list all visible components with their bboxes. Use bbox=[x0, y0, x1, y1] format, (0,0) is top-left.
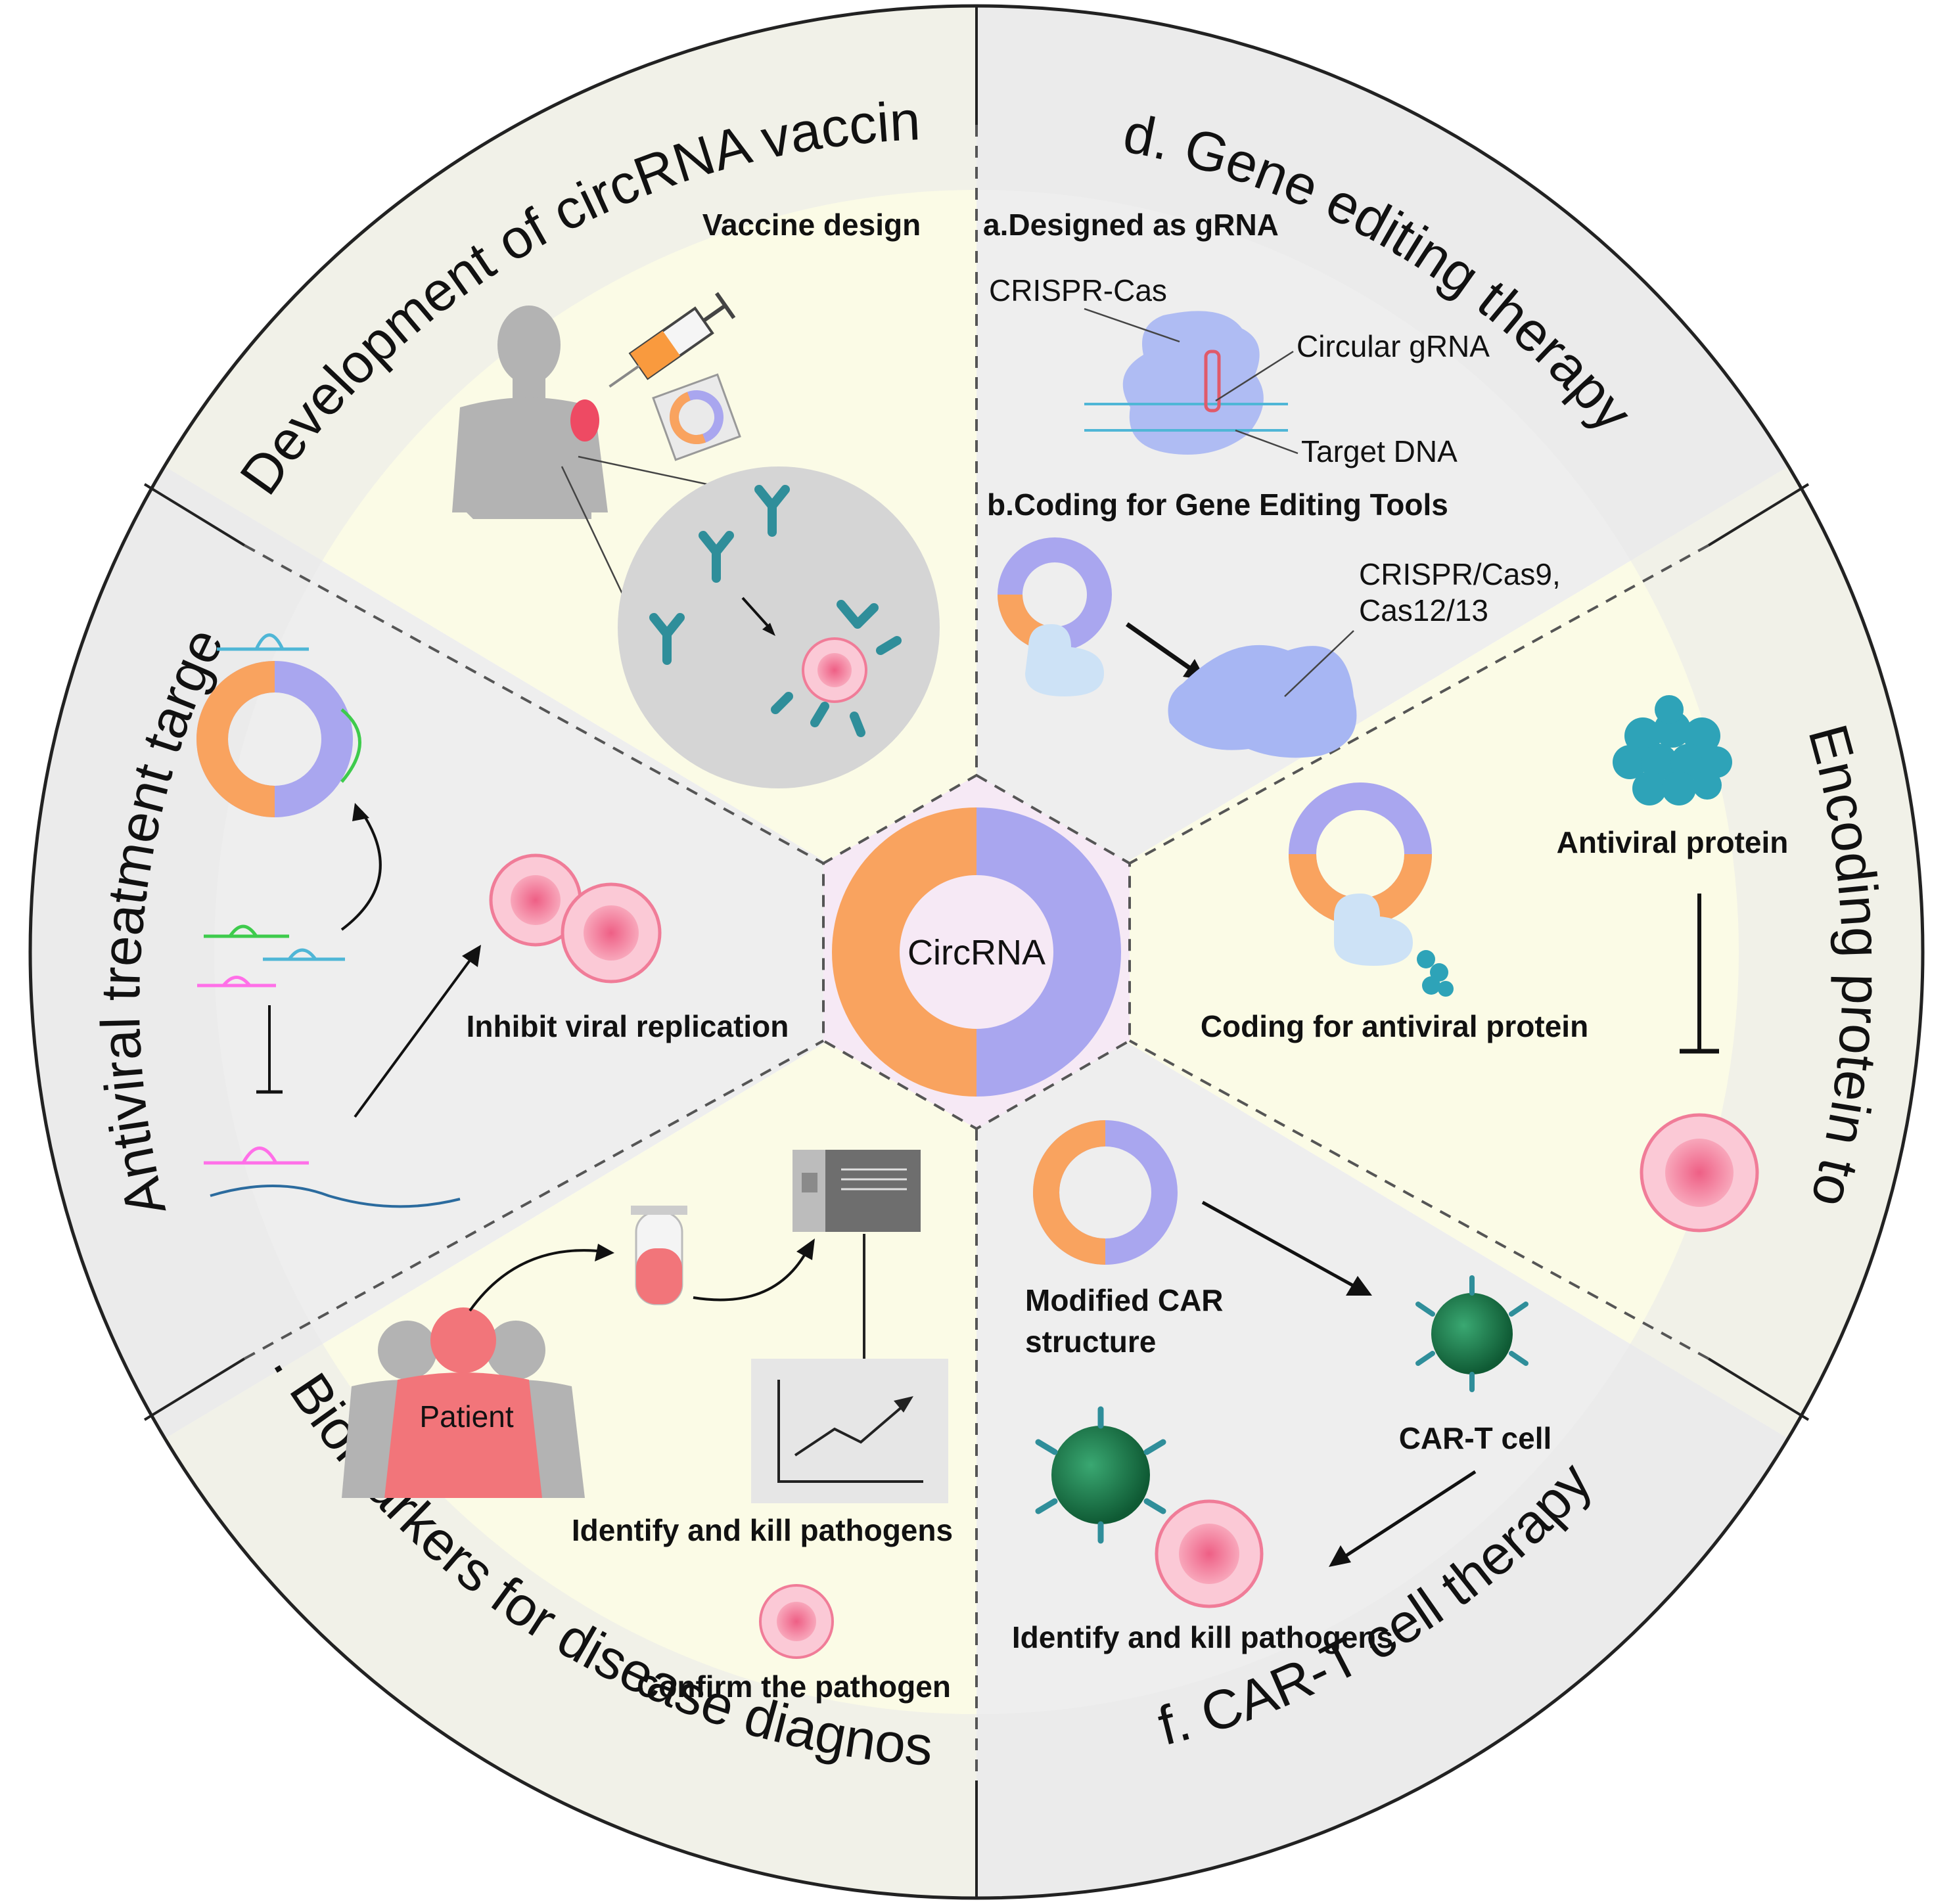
crispr-cas9-label: CRISPR/Cas9, bbox=[1359, 557, 1561, 591]
target-dna-icon bbox=[1084, 403, 1288, 432]
mirna-icon-green bbox=[204, 924, 289, 938]
car-t-cell-label: CAR-T cell bbox=[1399, 1421, 1552, 1455]
syringe-icon bbox=[609, 292, 736, 388]
virus-icon bbox=[802, 637, 867, 703]
section-a: Patient Identify and kill pathogens bbox=[342, 1150, 953, 1704]
modified-car-label: Modified CAR bbox=[1025, 1283, 1224, 1317]
human-figure-icon bbox=[452, 306, 608, 519]
section-f: Modified CAR structure CAR-T cell bbox=[1012, 1120, 1552, 1654]
mirna-icon-blue bbox=[263, 948, 345, 961]
car-t-cell-icon-2 bbox=[1035, 1406, 1166, 1544]
identify-kill-pathogens-label-a: Identify and kill pathogens bbox=[572, 1513, 953, 1547]
gene-editing-arrow bbox=[1125, 622, 1195, 672]
mirna-icon-pink bbox=[197, 976, 276, 987]
curved-arrow-b bbox=[340, 810, 382, 931]
identify-kill-pathogens-label-f: Identify and kill pathogens bbox=[1012, 1620, 1393, 1654]
antiviral-protein-icon bbox=[1613, 695, 1732, 805]
virus-icon-f bbox=[1155, 1499, 1264, 1608]
designed-as-grna-label: a.Designed as gRNA bbox=[983, 208, 1279, 242]
chart-panel-icon bbox=[751, 1359, 948, 1503]
curved-arrow-a2 bbox=[693, 1248, 810, 1302]
car-arrow-1 bbox=[1201, 1200, 1358, 1290]
section-b: Inhibit viral replication bbox=[196, 633, 789, 1208]
ribosome-icon-d bbox=[1025, 624, 1104, 696]
antiviral-protein-label: Antiviral protein bbox=[1557, 825, 1789, 859]
virus-icon-e bbox=[1640, 1113, 1759, 1233]
crispr-cas-label: CRISPR-Cas bbox=[989, 273, 1167, 307]
curved-arrow-a1 bbox=[469, 1249, 605, 1312]
immune-zoom-circle bbox=[618, 466, 940, 788]
patient-group-icon bbox=[342, 1307, 585, 1498]
structure-label: structure bbox=[1025, 1325, 1156, 1359]
center-ring-lavender bbox=[976, 807, 1121, 1097]
target-dna-label: Target DNA bbox=[1301, 434, 1458, 468]
sample-tube-icon bbox=[631, 1206, 687, 1305]
vaccine-vial-icon bbox=[652, 373, 741, 461]
section-d: a.Designed as gRNA CRISPR-Cas Circular g… bbox=[983, 208, 1561, 758]
crispr-complex-icon bbox=[1122, 311, 1264, 455]
bound-mirna-icon-top bbox=[217, 633, 309, 651]
car-t-cell-icon bbox=[1415, 1275, 1528, 1392]
center-ring-orange bbox=[832, 807, 976, 1097]
coding-gene-editing-label: b.Coding for Gene Editing Tools bbox=[987, 487, 1448, 522]
circrna-ring-icon-b bbox=[196, 661, 353, 817]
mrna-target-icon bbox=[210, 1185, 461, 1208]
center-hub: CircRNA bbox=[822, 773, 1131, 1131]
injection-site-icon bbox=[570, 399, 599, 442]
ring-dividers bbox=[143, 6, 1810, 1898]
arrow-to-virus-b bbox=[354, 955, 474, 1118]
section-e: Antiviral protein Coding for antiviral p… bbox=[1201, 695, 1789, 1233]
patient-label: Patient bbox=[419, 1399, 513, 1434]
car-arrow-2 bbox=[1343, 1470, 1477, 1559]
broken-virus-icon bbox=[489, 853, 662, 984]
inhibit-viral-replication-label: Inhibit viral replication bbox=[467, 1009, 789, 1043]
sequencer-icon bbox=[793, 1150, 921, 1232]
bound-mirna-icon-right bbox=[340, 708, 361, 783]
antibody-icons bbox=[649, 485, 902, 737]
section-c: Vaccine design bbox=[452, 208, 940, 788]
vaccine-design-label: Vaccine design bbox=[702, 208, 921, 242]
dashed-dividers bbox=[244, 125, 1709, 1780]
nascent-protein-icon bbox=[1417, 950, 1454, 997]
virus-icon-a bbox=[759, 1584, 834, 1659]
ribosome-icon-e bbox=[1334, 894, 1413, 966]
circular-grna-icon bbox=[1204, 350, 1221, 413]
coding-antiviral-protein-label: Coding for antiviral protein bbox=[1201, 1009, 1588, 1043]
cas12-13-label: Cas12/13 bbox=[1359, 593, 1488, 627]
center-label: CircRNA bbox=[908, 933, 1045, 972]
confirm-pathogen-label: Confirm the pathogen bbox=[637, 1669, 951, 1704]
circrna-ring-icon-f bbox=[1033, 1120, 1178, 1265]
circular-grna-label: Circular gRNA bbox=[1297, 329, 1490, 363]
mrna-bound-mirna-icon bbox=[204, 1146, 309, 1165]
vaccine-arrow bbox=[741, 597, 773, 632]
